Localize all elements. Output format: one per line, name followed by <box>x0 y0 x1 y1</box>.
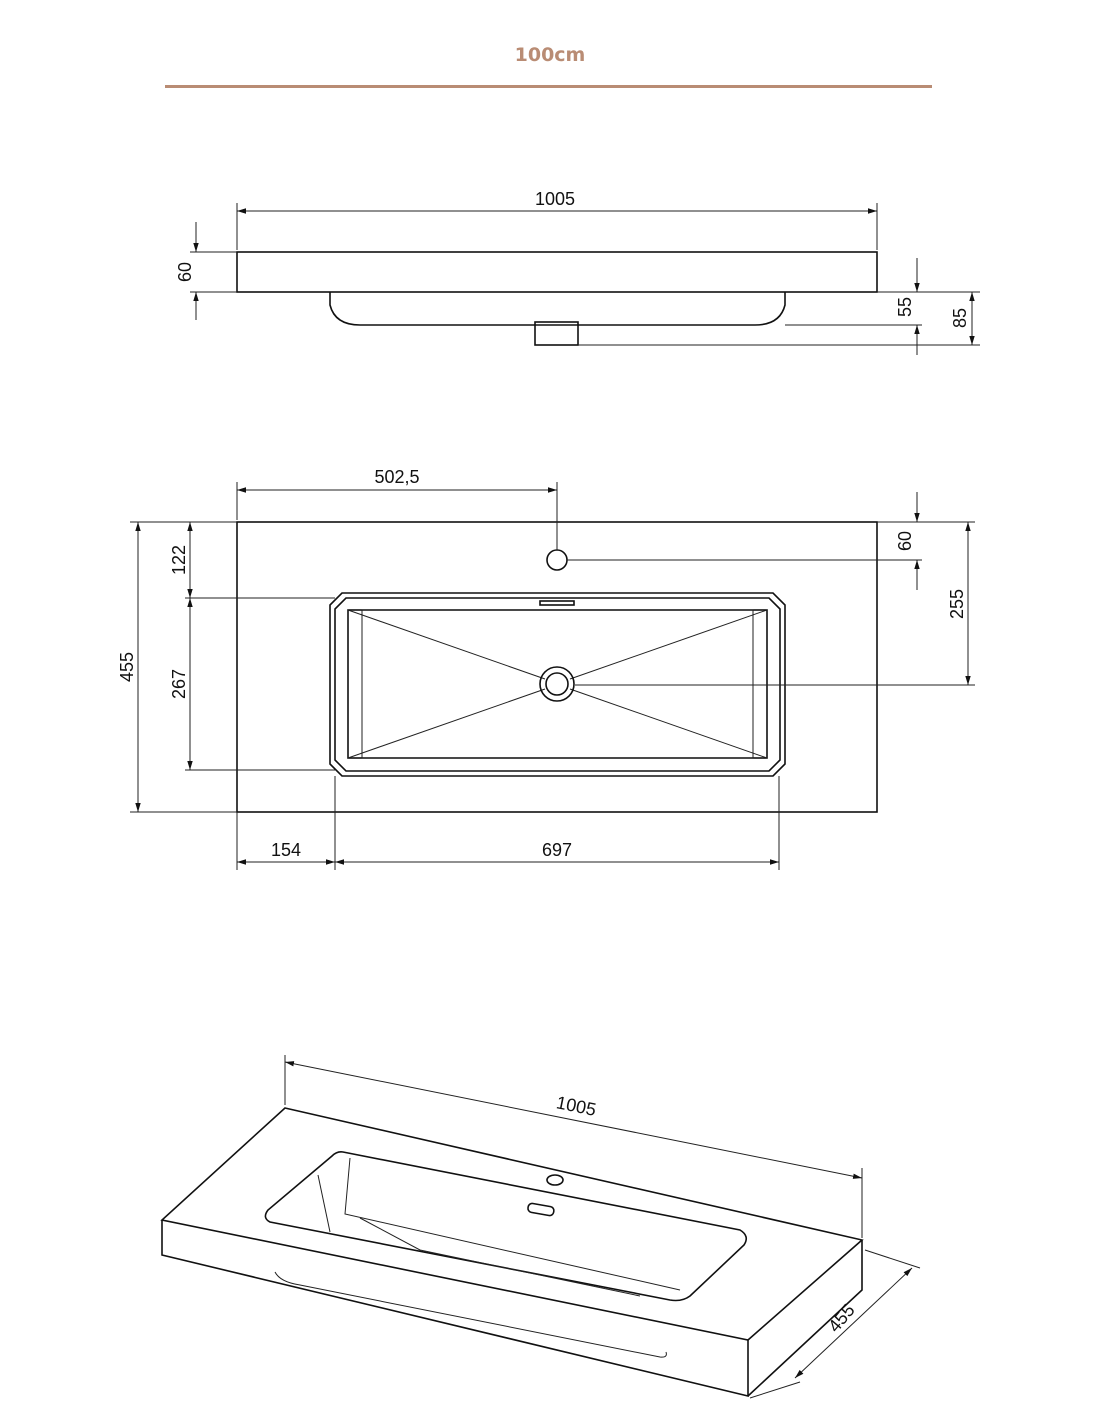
front-view: 1005 60 55 85 <box>175 189 980 355</box>
isometric-view: 1005 455 <box>160 1055 921 1399</box>
dim-width: 1005 <box>535 189 575 209</box>
page-title: 100cm <box>514 44 586 66</box>
dim-depth: 455 <box>117 652 137 682</box>
top-view: 502,5 455 122 267 60 255 154 697 <box>117 467 975 870</box>
dim-tap-from-back: 60 <box>895 531 915 551</box>
title-divider <box>165 85 932 88</box>
iso-dim-width: 1005 <box>555 1092 598 1120</box>
dim-left-offset: 154 <box>271 840 301 860</box>
dim-total-depth: 85 <box>950 308 970 328</box>
dim-tap-offset: 502,5 <box>374 467 419 487</box>
dim-top-thickness: 60 <box>175 262 195 282</box>
dim-bowl-width: 697 <box>542 840 572 860</box>
dim-bowl-depth: 267 <box>169 669 189 699</box>
dim-drain-from-back: 255 <box>947 589 967 619</box>
dim-bowl-front-offset: 122 <box>169 545 189 575</box>
dim-bowl-depth: 55 <box>895 297 915 317</box>
iso-dim-depth: 455 <box>824 1300 859 1336</box>
